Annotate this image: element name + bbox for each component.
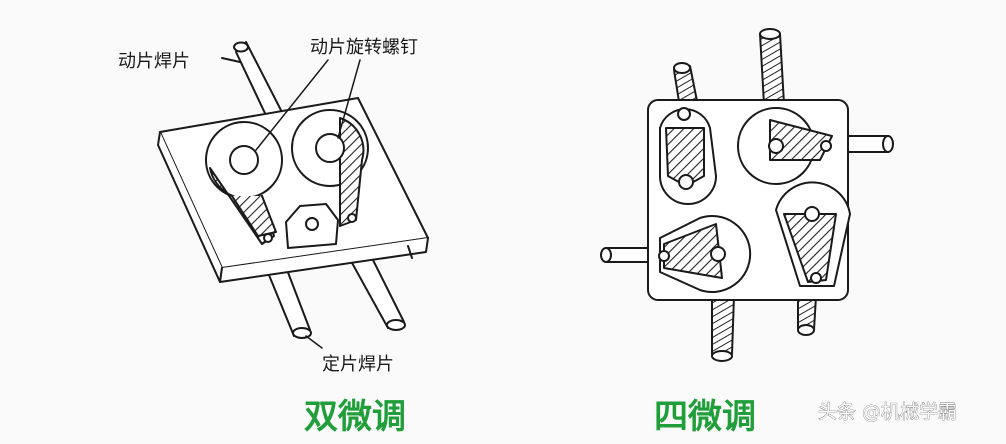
quad-trimmer-drawing — [600, 28, 894, 362]
label-moving-tab: 动片焊片 — [118, 51, 190, 72]
rotor-top-right — [737, 107, 833, 185]
label-fixed-tab: 定片焊片 — [322, 354, 394, 375]
watermark: 头条 @机械学霸 — [818, 401, 957, 423]
caption-quad-trimmer: 四微调 — [654, 397, 756, 437]
double-trimmer-drawing — [157, 41, 429, 349]
leader-screw-right — [337, 59, 361, 139]
leader-moving-tab — [221, 57, 241, 63]
rotor-bottom-right — [775, 181, 851, 287]
caption-double-trimmer: 双微调 — [304, 397, 406, 437]
pin-top-right — [759, 28, 785, 105]
base-plate — [157, 97, 429, 283]
label-rotating-screw: 动片旋转螺钉 — [310, 37, 418, 58]
rotor-bottom-left — [658, 215, 752, 293]
pin-bottom-left — [711, 295, 735, 362]
rotor-top-left — [659, 107, 717, 205]
leader-screw-left — [255, 59, 329, 151]
pin-bottom-right — [797, 295, 817, 336]
rotor-disc-right — [291, 109, 369, 227]
leader-fixed-tab — [305, 335, 323, 349]
moving-tab-pin — [233, 41, 287, 129]
center-stator-tab — [285, 203, 339, 249]
